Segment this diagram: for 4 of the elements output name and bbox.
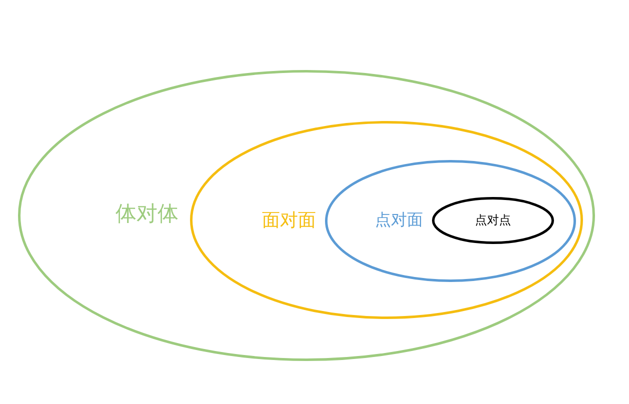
region-label: 点对点: [475, 214, 511, 226]
region-label: 点对面: [375, 212, 423, 228]
region-label: 体对体: [116, 204, 178, 224]
region-label: 面对面: [262, 212, 316, 230]
